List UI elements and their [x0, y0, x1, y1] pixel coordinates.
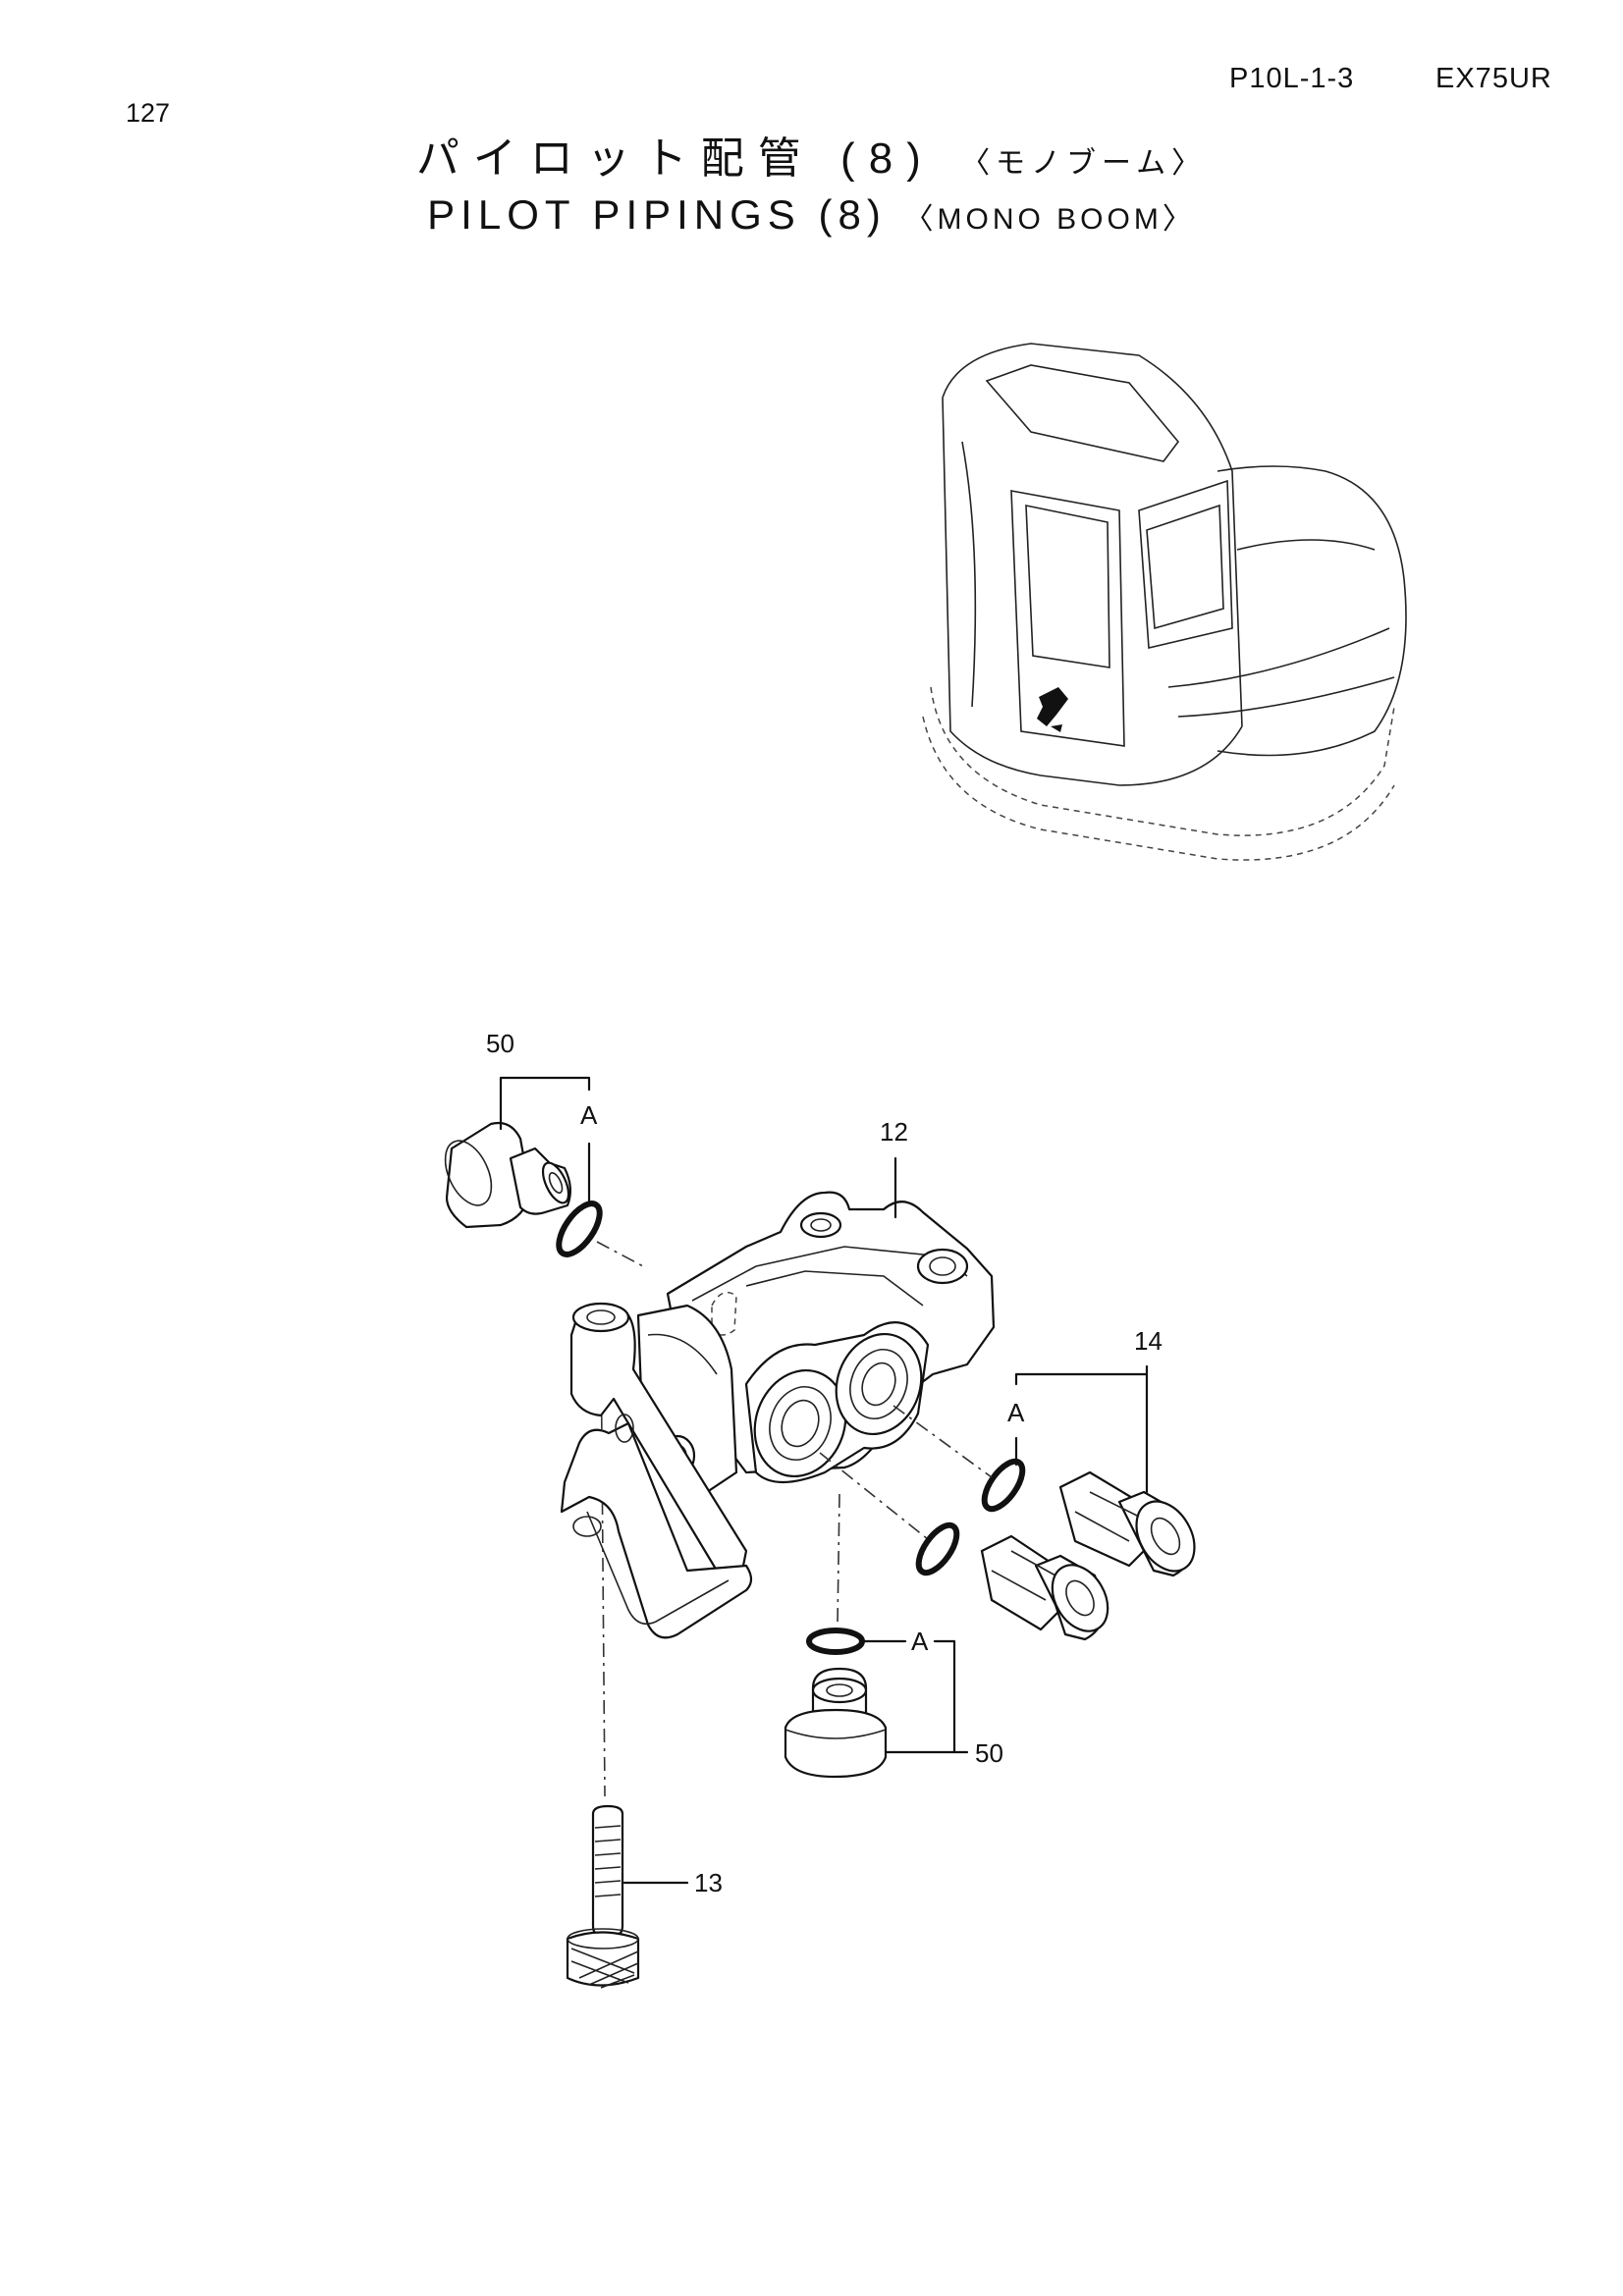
- leader-lines: [499, 1076, 1149, 1885]
- o-ring-bottom: [806, 1628, 865, 1655]
- callout-50-bottom: 50: [975, 1738, 1003, 1768]
- fitting-50-bottom: [784, 1667, 888, 1779]
- callout-a-top: A: [580, 1100, 598, 1130]
- mounting-bracket: [560, 1302, 753, 1639]
- callout-a-right: A: [1007, 1398, 1025, 1427]
- o-rings: [556, 1201, 1026, 1655]
- callout-50-top: 50: [486, 1029, 514, 1058]
- fitting-50-top: [444, 1121, 571, 1229]
- assembly-lines: [596, 1241, 993, 1626]
- title-en-subtitle: 〈MONO BOOM〉: [903, 203, 1196, 236]
- callout-12: 12: [880, 1117, 908, 1147]
- fitting-14-upper: [1058, 1470, 1196, 1577]
- callout-13: 13: [694, 1868, 723, 1897]
- page-number: 127: [126, 98, 171, 128]
- section-code: P10L-1-3: [1229, 63, 1355, 94]
- title-ja-main: パイロット配管: [415, 134, 815, 183]
- callout-14: 14: [1134, 1326, 1163, 1356]
- fitting-14-lower: [980, 1534, 1109, 1641]
- title-ja-number: (8): [840, 134, 935, 183]
- title-japanese: パイロット配管 (8) 〈モノブーム〉: [0, 137, 1623, 181]
- bolt-13: [566, 1804, 640, 1989]
- o-ring-right-lower: [915, 1522, 960, 1576]
- title-ja-subtitle: 〈モノブーム〉: [960, 147, 1208, 180]
- title-en-number: (8): [818, 191, 887, 238]
- title-en-main: PILOT PIPINGS: [427, 191, 801, 238]
- excavator-locator-illustration: [922, 343, 1407, 861]
- valve-body-12: [636, 1191, 996, 1504]
- title-english: PILOT PIPINGS (8) 〈MONO BOOM〉: [0, 194, 1623, 236]
- o-ring-top-left: [556, 1201, 603, 1257]
- callout-a-bottom: A: [911, 1627, 929, 1656]
- o-ring-right-upper: [981, 1458, 1026, 1513]
- model-code: EX75UR: [1435, 63, 1552, 94]
